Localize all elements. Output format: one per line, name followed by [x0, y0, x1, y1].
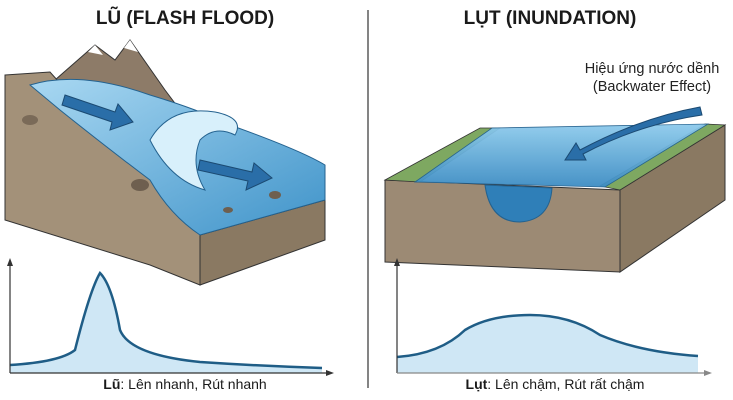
- floodplain-water: [413, 123, 710, 188]
- flash-flood-hydrograph: [7, 258, 334, 376]
- wave-crest: [149, 110, 238, 191]
- backwater-arrow: [564, 106, 703, 161]
- backwater-annotation: Hiệu ứng nước dềnh (Backwater Effect): [572, 60, 732, 96]
- caption-text: : Lên nhanh, Rút nhanh: [120, 376, 267, 392]
- caption-term: Lụt: [465, 376, 488, 392]
- inundation-title: LỤT (INUNDATION): [463, 8, 637, 29]
- inundation-illustration: [383, 106, 727, 273]
- flow-arrow-1: [61, 94, 134, 131]
- inundation-caption: Lụt: Lên chậm, Rút rất chậm: [375, 376, 733, 392]
- caption-text: : Lên chậm, Rút rất chậm: [487, 376, 645, 392]
- inundation-hydrograph: [394, 258, 712, 376]
- annotation-line-1: Hiệu ứng nước dềnh: [584, 61, 720, 77]
- caption-term: Lũ: [103, 376, 121, 392]
- hydrograph-curve: [9, 270, 323, 370]
- annotation-line-2: (Backwater Effect): [592, 79, 712, 95]
- flash-flood-illustration: [4, 39, 326, 286]
- flash-flood-title: LŨ (FLASH FLOOD): [95, 8, 275, 29]
- hydrograph-curve: [396, 313, 699, 359]
- river-channel: [484, 184, 553, 223]
- flow-arrow-2: [197, 159, 273, 191]
- hydrograph-fill: [10, 273, 322, 373]
- flash-flood-caption: Lũ: Lên nhanh, Rút nhanh: [5, 376, 365, 392]
